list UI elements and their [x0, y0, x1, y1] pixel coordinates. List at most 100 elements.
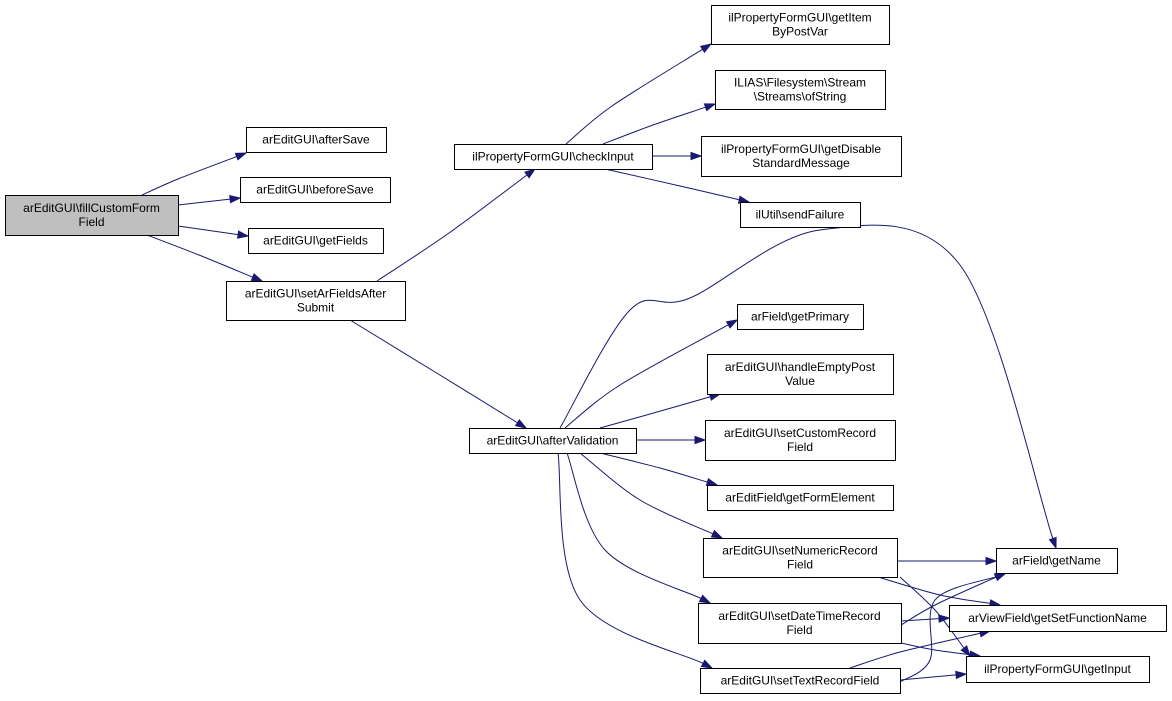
edge-line: [376, 174, 528, 282]
node-box: [996, 548, 1118, 574]
edge-line: [349, 319, 518, 424]
node-label-line: Value: [785, 374, 815, 388]
node-label-line: ByPostVar: [772, 25, 828, 39]
edge-line: [849, 632, 981, 669]
arrowhead-icon: [1048, 536, 1057, 550]
arrowhead-icon: [960, 645, 971, 658]
node-label-line: arViewField\getSetFunctionName: [968, 611, 1147, 625]
node-label-line: ilPropertyFormGUI\checkInput: [472, 150, 634, 164]
node-label-line: StandardMessage: [752, 156, 850, 170]
edge-line: [599, 452, 708, 483]
node-label-line: arEditGUI\getFields: [263, 234, 368, 248]
edge-line: [566, 452, 702, 599]
node-label-line: arEditGUI\beforeSave: [256, 183, 374, 197]
edge-afterValidation-to-handleEmptyPostValue: [599, 392, 722, 429]
edge-line: [899, 674, 957, 681]
arrowhead-icon: [994, 572, 1008, 581]
arrowhead-icon: [237, 230, 250, 239]
edge-afterValidation-to-setTextRecordField: [557, 452, 714, 669]
node-label-line: arEditGUI\fillCustomForm: [23, 201, 160, 215]
node-getPrimary[interactable]: arField\getPrimary: [737, 304, 864, 330]
node-label-line: arEditGUI\setTextRecordField: [721, 674, 880, 688]
arrowhead-icon: [700, 659, 714, 669]
node-label-line: Field: [786, 623, 812, 637]
edge-line: [177, 225, 239, 236]
node-getSetFunctionName[interactable]: arViewField\getSetFunctionName: [949, 605, 1167, 632]
edge-line: [564, 324, 729, 429]
node-label-line: arEditGUI\handleEmptyPost: [725, 360, 876, 374]
edge-afterValidation-to-setDateTimeRecordField: [566, 452, 712, 604]
edge-afterValidation-to-getPrimary: [564, 319, 739, 429]
arrowhead-icon: [703, 103, 717, 112]
edge-fillCustomFormField-to-setArFieldsAfterSubmit: [146, 234, 264, 282]
edge-setTextRecordField-to-getInput: [899, 670, 968, 681]
node-checkInput[interactable]: ilPropertyFormGUI\checkInput: [454, 144, 653, 170]
node-box: [737, 304, 864, 330]
node-label-line: arField\getName: [1012, 554, 1101, 568]
edge-setArFieldsAfterSubmit-to-checkInput: [376, 168, 537, 282]
node-label-line: Field: [78, 215, 104, 229]
node-label-line: arEditGUI\afterValidation: [487, 434, 619, 448]
node-box: [707, 354, 894, 395]
arrowhead-icon: [985, 556, 998, 566]
arrowhead-icon: [234, 152, 248, 161]
node-getInput[interactable]: ilPropertyFormGUI\getInput: [966, 656, 1150, 683]
node-beforeSave[interactable]: arEditGUI\beforeSave: [240, 177, 391, 203]
arrowhead-icon: [710, 529, 724, 539]
edge-line: [141, 156, 237, 196]
node-ofString[interactable]: ILIAS\Filesystem\Stream\Streams\ofString: [715, 70, 886, 110]
arrowhead-icon: [229, 194, 242, 204]
edge-line: [146, 234, 253, 278]
edge-checkInput-to-getItemByPostVar: [565, 43, 713, 145]
arrowhead-icon: [955, 670, 968, 680]
arrowhead-icon: [699, 43, 713, 54]
edge-line: [177, 198, 231, 206]
arrowhead-icon: [698, 594, 712, 604]
edge-checkInput-to-ofString: [602, 103, 717, 145]
node-box: [700, 668, 901, 694]
edge-line: [599, 396, 711, 429]
arrowhead-icon: [725, 319, 739, 329]
node-sendFailure[interactable]: ilUtil\sendFailure: [740, 202, 861, 228]
edge-line: [900, 642, 971, 656]
edge-line: [559, 224, 1054, 539]
node-afterSave[interactable]: arEditGUI\afterSave: [246, 127, 387, 153]
edge-afterValidation-to-setNumericRecordField: [579, 452, 724, 539]
node-label-line: arEditGUI\afterSave: [262, 133, 370, 147]
edge-fillCustomFormField-to-afterSave: [141, 152, 248, 196]
edge-setDateTimeRecordField-to-getSetFunctionName: [900, 614, 951, 623]
node-setTextRecordField[interactable]: arEditGUI\setTextRecordField: [700, 668, 901, 694]
node-label-line: Submit: [297, 301, 335, 315]
node-box: [454, 144, 653, 170]
node-getDisableStandardMessage[interactable]: ilPropertyFormGUI\getDisableStandardMess…: [701, 136, 902, 177]
edge-line: [579, 452, 714, 535]
edge-fillCustomFormField-to-beforeSave: [177, 194, 242, 206]
node-getName[interactable]: arField\getName: [996, 548, 1118, 574]
node-getFields[interactable]: arEditGUI\getFields: [248, 228, 384, 254]
edges-layer: [141, 43, 1057, 683]
arrowhead-icon: [690, 151, 703, 161]
node-label-line: ilPropertyFormGUI\getItem: [728, 11, 871, 25]
edge-fillCustomFormField-to-getFields: [177, 225, 250, 239]
node-box: [949, 605, 1167, 632]
node-label-line: ilUtil\sendFailure: [756, 208, 845, 222]
node-box: [701, 136, 902, 177]
node-label-line: Field: [787, 558, 813, 572]
node-label-line: Field: [787, 440, 813, 454]
arrowhead-icon: [514, 418, 528, 429]
node-box: [246, 127, 387, 153]
node-label-line: arEditGUI\setCustomRecord: [724, 426, 876, 440]
edge-line: [602, 106, 706, 145]
node-afterValidation[interactable]: arEditGUI\afterValidation: [469, 428, 637, 454]
nodes-layer: arEditGUI\fillCustomFormFieldarEditGUI\a…: [5, 5, 1167, 694]
node-label-line: ILIAS\Filesystem\Stream: [734, 76, 866, 90]
node-getFormElement[interactable]: arEditField\getFormElement: [707, 485, 894, 511]
